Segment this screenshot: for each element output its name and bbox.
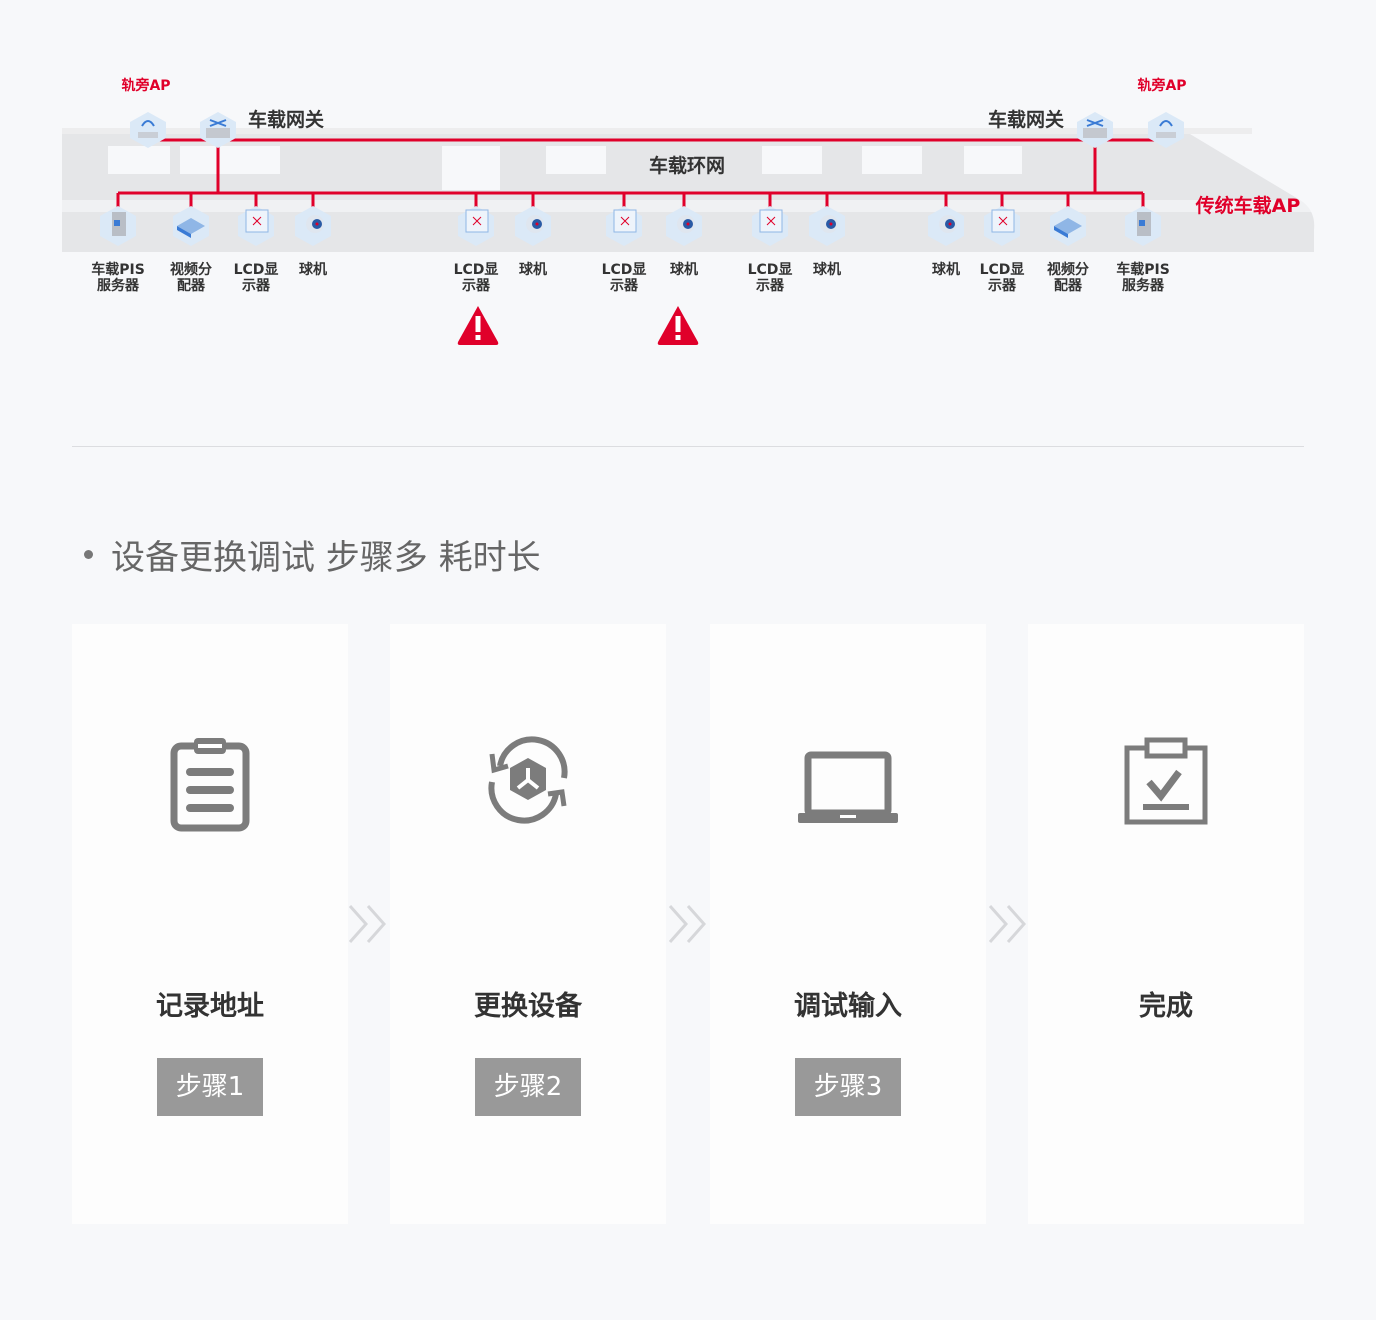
bullet-point: 设备更换调试 步骤多 耗时长 bbox=[84, 530, 541, 579]
device-label-line1: 视频分 bbox=[170, 262, 212, 278]
camera-icon bbox=[293, 204, 333, 248]
device-label-line1: 球机 bbox=[670, 262, 698, 278]
warning-icon bbox=[456, 304, 499, 348]
device-label: 球机 bbox=[299, 262, 327, 278]
device-label: 视频分配器 bbox=[1047, 262, 1089, 294]
device-label-line1: 球机 bbox=[519, 262, 547, 278]
step-badge: 步骤3 bbox=[795, 1058, 901, 1116]
chevron-double-right-icon bbox=[988, 905, 1027, 943]
device-label: LCD显示器 bbox=[980, 262, 1025, 294]
trackside-ap-right-label: 轨旁AP bbox=[1137, 78, 1187, 94]
device-label-line2: 示器 bbox=[987, 278, 1016, 294]
step-badge: 步骤1 bbox=[157, 1058, 263, 1116]
step-card-1: 记录地址 步骤1 bbox=[72, 624, 348, 1224]
trackside-ap-left-label: 轨旁AP bbox=[121, 78, 171, 94]
step-title: 调试输入 bbox=[794, 991, 902, 1022]
ring-network-label: 车载环网 bbox=[648, 155, 726, 177]
divider bbox=[72, 446, 1304, 447]
device-label-line1: 球机 bbox=[813, 262, 841, 278]
step-card-3: 调试输入 步骤3 bbox=[710, 624, 986, 1224]
step-title: 更换设备 bbox=[474, 991, 582, 1022]
step-card-4: 完成 bbox=[1028, 624, 1304, 1224]
splitter-icon bbox=[171, 204, 211, 248]
device-label: LCD显示器 bbox=[602, 262, 647, 294]
clipboard-check-icon bbox=[1124, 737, 1208, 825]
warning-icon bbox=[656, 304, 699, 348]
replace-device-icon bbox=[488, 736, 568, 824]
chevron-double-right-icon bbox=[348, 905, 387, 943]
clipboard-list-icon bbox=[170, 738, 250, 832]
device-label-line1: 车载PIS bbox=[91, 262, 145, 278]
device-label-line1: LCD显 bbox=[747, 262, 793, 278]
device-label-line1: 球机 bbox=[932, 262, 960, 278]
trackside-ap-left-icon bbox=[130, 112, 166, 148]
device-label: 球机 bbox=[932, 262, 960, 278]
device-label-line1: 车载PIS bbox=[1116, 262, 1170, 278]
device-label-line2: 示器 bbox=[609, 278, 638, 294]
camera-icon bbox=[664, 204, 704, 248]
lcd-icon bbox=[750, 204, 790, 248]
trackside-ap-right-icon bbox=[1148, 112, 1184, 148]
device-label-line2: 配器 bbox=[177, 278, 205, 294]
gateway-left-icon bbox=[200, 112, 236, 148]
lcd-icon bbox=[982, 204, 1022, 248]
gateway-left-label: 车载网关 bbox=[247, 109, 325, 131]
gateway-right-icon bbox=[1077, 112, 1113, 148]
device-label-line1: LCD显 bbox=[453, 262, 499, 278]
device-label-line2: 服务器 bbox=[1122, 278, 1164, 294]
device-label: 球机 bbox=[813, 262, 841, 278]
step-title: 记录地址 bbox=[156, 991, 264, 1022]
bullet-dot-icon bbox=[84, 550, 93, 559]
camera-icon bbox=[926, 204, 966, 248]
device-label-line2: 配器 bbox=[1054, 278, 1082, 294]
traditional-ap-label: 传统车载AP bbox=[1195, 195, 1301, 217]
device-label-line1: LCD显 bbox=[601, 262, 647, 278]
camera-icon bbox=[513, 204, 553, 248]
device-label: 视频分配器 bbox=[170, 262, 212, 294]
device-label-line1: LCD显 bbox=[233, 262, 279, 278]
lcd-icon bbox=[604, 204, 644, 248]
device-label: LCD显示器 bbox=[234, 262, 279, 294]
device-label-line2: 示器 bbox=[241, 278, 270, 294]
splitter-icon bbox=[1048, 204, 1088, 248]
step-card-2: 更换设备 步骤2 bbox=[390, 624, 666, 1224]
device-label-line2: 服务器 bbox=[97, 278, 139, 294]
device-label-line2: 示器 bbox=[461, 278, 490, 294]
bullet-text: 设备更换调试 步骤多 耗时长 bbox=[111, 538, 541, 578]
server-icon bbox=[98, 204, 138, 248]
step-title: 完成 bbox=[1139, 991, 1193, 1022]
device-label-line1: 视频分 bbox=[1047, 262, 1089, 278]
chevron-double-right-icon bbox=[668, 905, 707, 943]
device-label-line2: 示器 bbox=[755, 278, 784, 294]
server-icon bbox=[1123, 204, 1163, 248]
device-label: LCD显示器 bbox=[454, 262, 499, 294]
device-label-line1: 球机 bbox=[299, 262, 327, 278]
device-label: 球机 bbox=[670, 262, 698, 278]
lcd-icon bbox=[236, 204, 276, 248]
laptop-icon bbox=[798, 751, 898, 823]
device-label-line1: LCD显 bbox=[979, 262, 1025, 278]
gateway-right-label: 车载网关 bbox=[987, 109, 1065, 131]
camera-icon bbox=[807, 204, 847, 248]
device-label: 球机 bbox=[519, 262, 547, 278]
lcd-icon bbox=[456, 204, 496, 248]
step-badge: 步骤2 bbox=[475, 1058, 581, 1116]
device-label: LCD显示器 bbox=[748, 262, 793, 294]
